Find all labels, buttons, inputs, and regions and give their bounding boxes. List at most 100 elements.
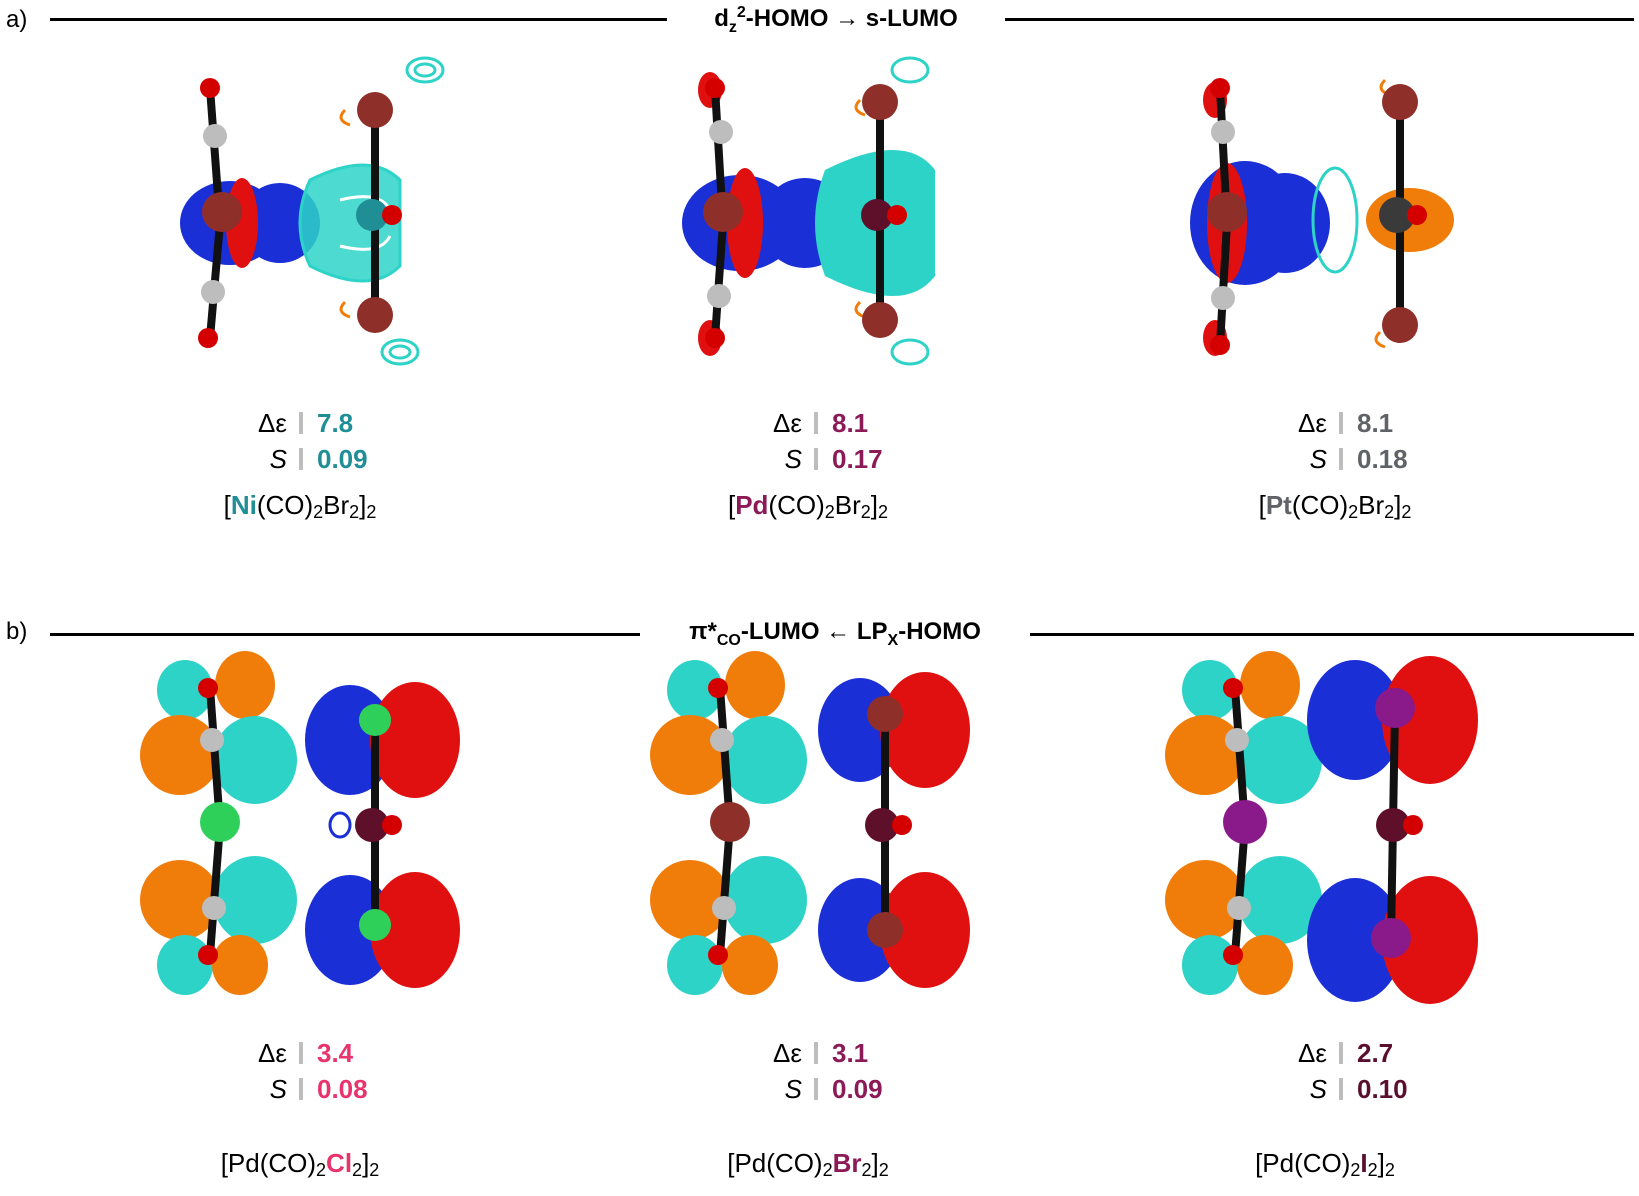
- atom-pd: [865, 808, 899, 842]
- separator: [1339, 1042, 1343, 1064]
- overlap-label: S: [269, 1073, 287, 1104]
- overlap-value: 0.09: [317, 443, 368, 474]
- atom-pd: [355, 808, 389, 842]
- bond: [711, 222, 727, 339]
- overlap-label: S: [1309, 443, 1327, 474]
- section-a-rule-right: [1005, 18, 1634, 21]
- orbital-lobe: [667, 660, 723, 720]
- orbital-lobe: [725, 651, 785, 719]
- overlap-label: S: [784, 1073, 802, 1104]
- atom-i: [1223, 800, 1267, 844]
- orbital-contour-orange: [854, 98, 866, 117]
- panel-b3-orbital-image: [1165, 651, 1478, 1004]
- orbital-lobe: [650, 715, 730, 795]
- delta-epsilon-label: Δε: [773, 1037, 802, 1068]
- orbital-lobe: [213, 716, 297, 804]
- overlap-value: 0.18: [1357, 443, 1408, 474]
- orbital-lobe: [880, 872, 970, 988]
- atom-br: [867, 912, 903, 948]
- orbital-lobe: [157, 660, 213, 720]
- atom-br: [357, 297, 393, 333]
- orbital-lobe: [1307, 878, 1403, 1002]
- atom-br: [703, 192, 743, 232]
- atom-pd: [1376, 808, 1410, 842]
- atom-i: [1375, 688, 1415, 728]
- delta-epsilon-value: 3.4: [317, 1037, 354, 1068]
- section-b-rule-right: [1030, 633, 1634, 636]
- panel-b1-formula: [Pd(CO)2Cl2]2: [220, 1148, 380, 1180]
- panel-a1-formula: [Ni(CO)2Br2]2: [223, 490, 377, 522]
- orbital-lobe: [1165, 715, 1245, 795]
- orbital-contour-orange: [339, 300, 351, 319]
- atom-o: [198, 945, 218, 965]
- bond: [1216, 222, 1231, 346]
- separator: [299, 1078, 303, 1100]
- atom-pt: [1379, 197, 1415, 233]
- orbital-lobe: [1382, 656, 1478, 784]
- orbital-lobe: [370, 872, 460, 988]
- atom-o: [705, 328, 725, 348]
- atom-c: [201, 280, 225, 304]
- orbital-lobe: [1182, 660, 1238, 720]
- separator: [814, 1042, 818, 1064]
- orbital-lobe: [370, 682, 460, 798]
- atom-br: [710, 802, 750, 842]
- atom-o: [1210, 335, 1230, 355]
- atom-o: [1223, 678, 1243, 698]
- delta-epsilon-label: Δε: [1298, 407, 1327, 438]
- orbital-lobe: [1307, 660, 1403, 780]
- atom-c: [1225, 728, 1249, 752]
- panel-a1-orbital-image: [180, 56, 445, 366]
- atom-cl: [359, 704, 391, 736]
- atom-br: [1382, 84, 1418, 120]
- atom-c: [203, 124, 227, 148]
- atom-br: [867, 696, 903, 732]
- orbital-contours: [890, 56, 930, 366]
- orbital-lobe: [1240, 651, 1300, 719]
- separator: [814, 1078, 818, 1100]
- section-b-title: π*CO-LUMO ← LPX-HOMO: [689, 618, 981, 649]
- orbital-lobe: [1240, 173, 1330, 273]
- delta-epsilon-value: 2.7: [1357, 1037, 1394, 1068]
- atom-cl: [200, 802, 240, 842]
- panel-b1-orbital-image: [140, 651, 460, 995]
- orbital-lobe: [213, 856, 297, 944]
- bond: [1231, 824, 1249, 956]
- atom-o: [887, 205, 907, 225]
- atom-c: [712, 896, 736, 920]
- atom-o: [1403, 815, 1423, 835]
- atom-o: [892, 815, 912, 835]
- atom-o: [1210, 78, 1230, 98]
- orbital-lobe: [727, 168, 763, 278]
- orbital-lobe: [722, 935, 778, 995]
- atom-c: [1211, 120, 1235, 144]
- delta-epsilon-label: Δε: [1298, 1037, 1327, 1068]
- orbital-lobe: [880, 672, 970, 788]
- delta-epsilon-label: Δε: [258, 1037, 287, 1068]
- orbital-lobe: [212, 935, 268, 995]
- separator: [1339, 1078, 1343, 1100]
- orbital-contour: [328, 811, 352, 839]
- atom-o: [382, 815, 402, 835]
- atom-c: [709, 120, 733, 144]
- separator: [1339, 448, 1343, 470]
- atom-o: [382, 205, 402, 225]
- atom-c: [202, 896, 226, 920]
- bond: [206, 824, 224, 956]
- overlap-value: 0.08: [317, 1073, 368, 1104]
- atom-i: [1371, 918, 1411, 958]
- atom-o: [198, 328, 218, 348]
- orbital-contour-orange: [1374, 330, 1386, 349]
- delta-epsilon-value: 7.8: [317, 407, 354, 438]
- delta-epsilon-value: 3.1: [832, 1037, 869, 1068]
- orbital-lobe: [1182, 935, 1238, 995]
- panel-a2-orbital-image: [682, 56, 935, 366]
- overlap-label: S: [269, 443, 287, 474]
- orbital-contour: [1311, 166, 1359, 274]
- atom-o: [198, 678, 218, 698]
- separator: [299, 1042, 303, 1064]
- atom-o: [200, 78, 220, 98]
